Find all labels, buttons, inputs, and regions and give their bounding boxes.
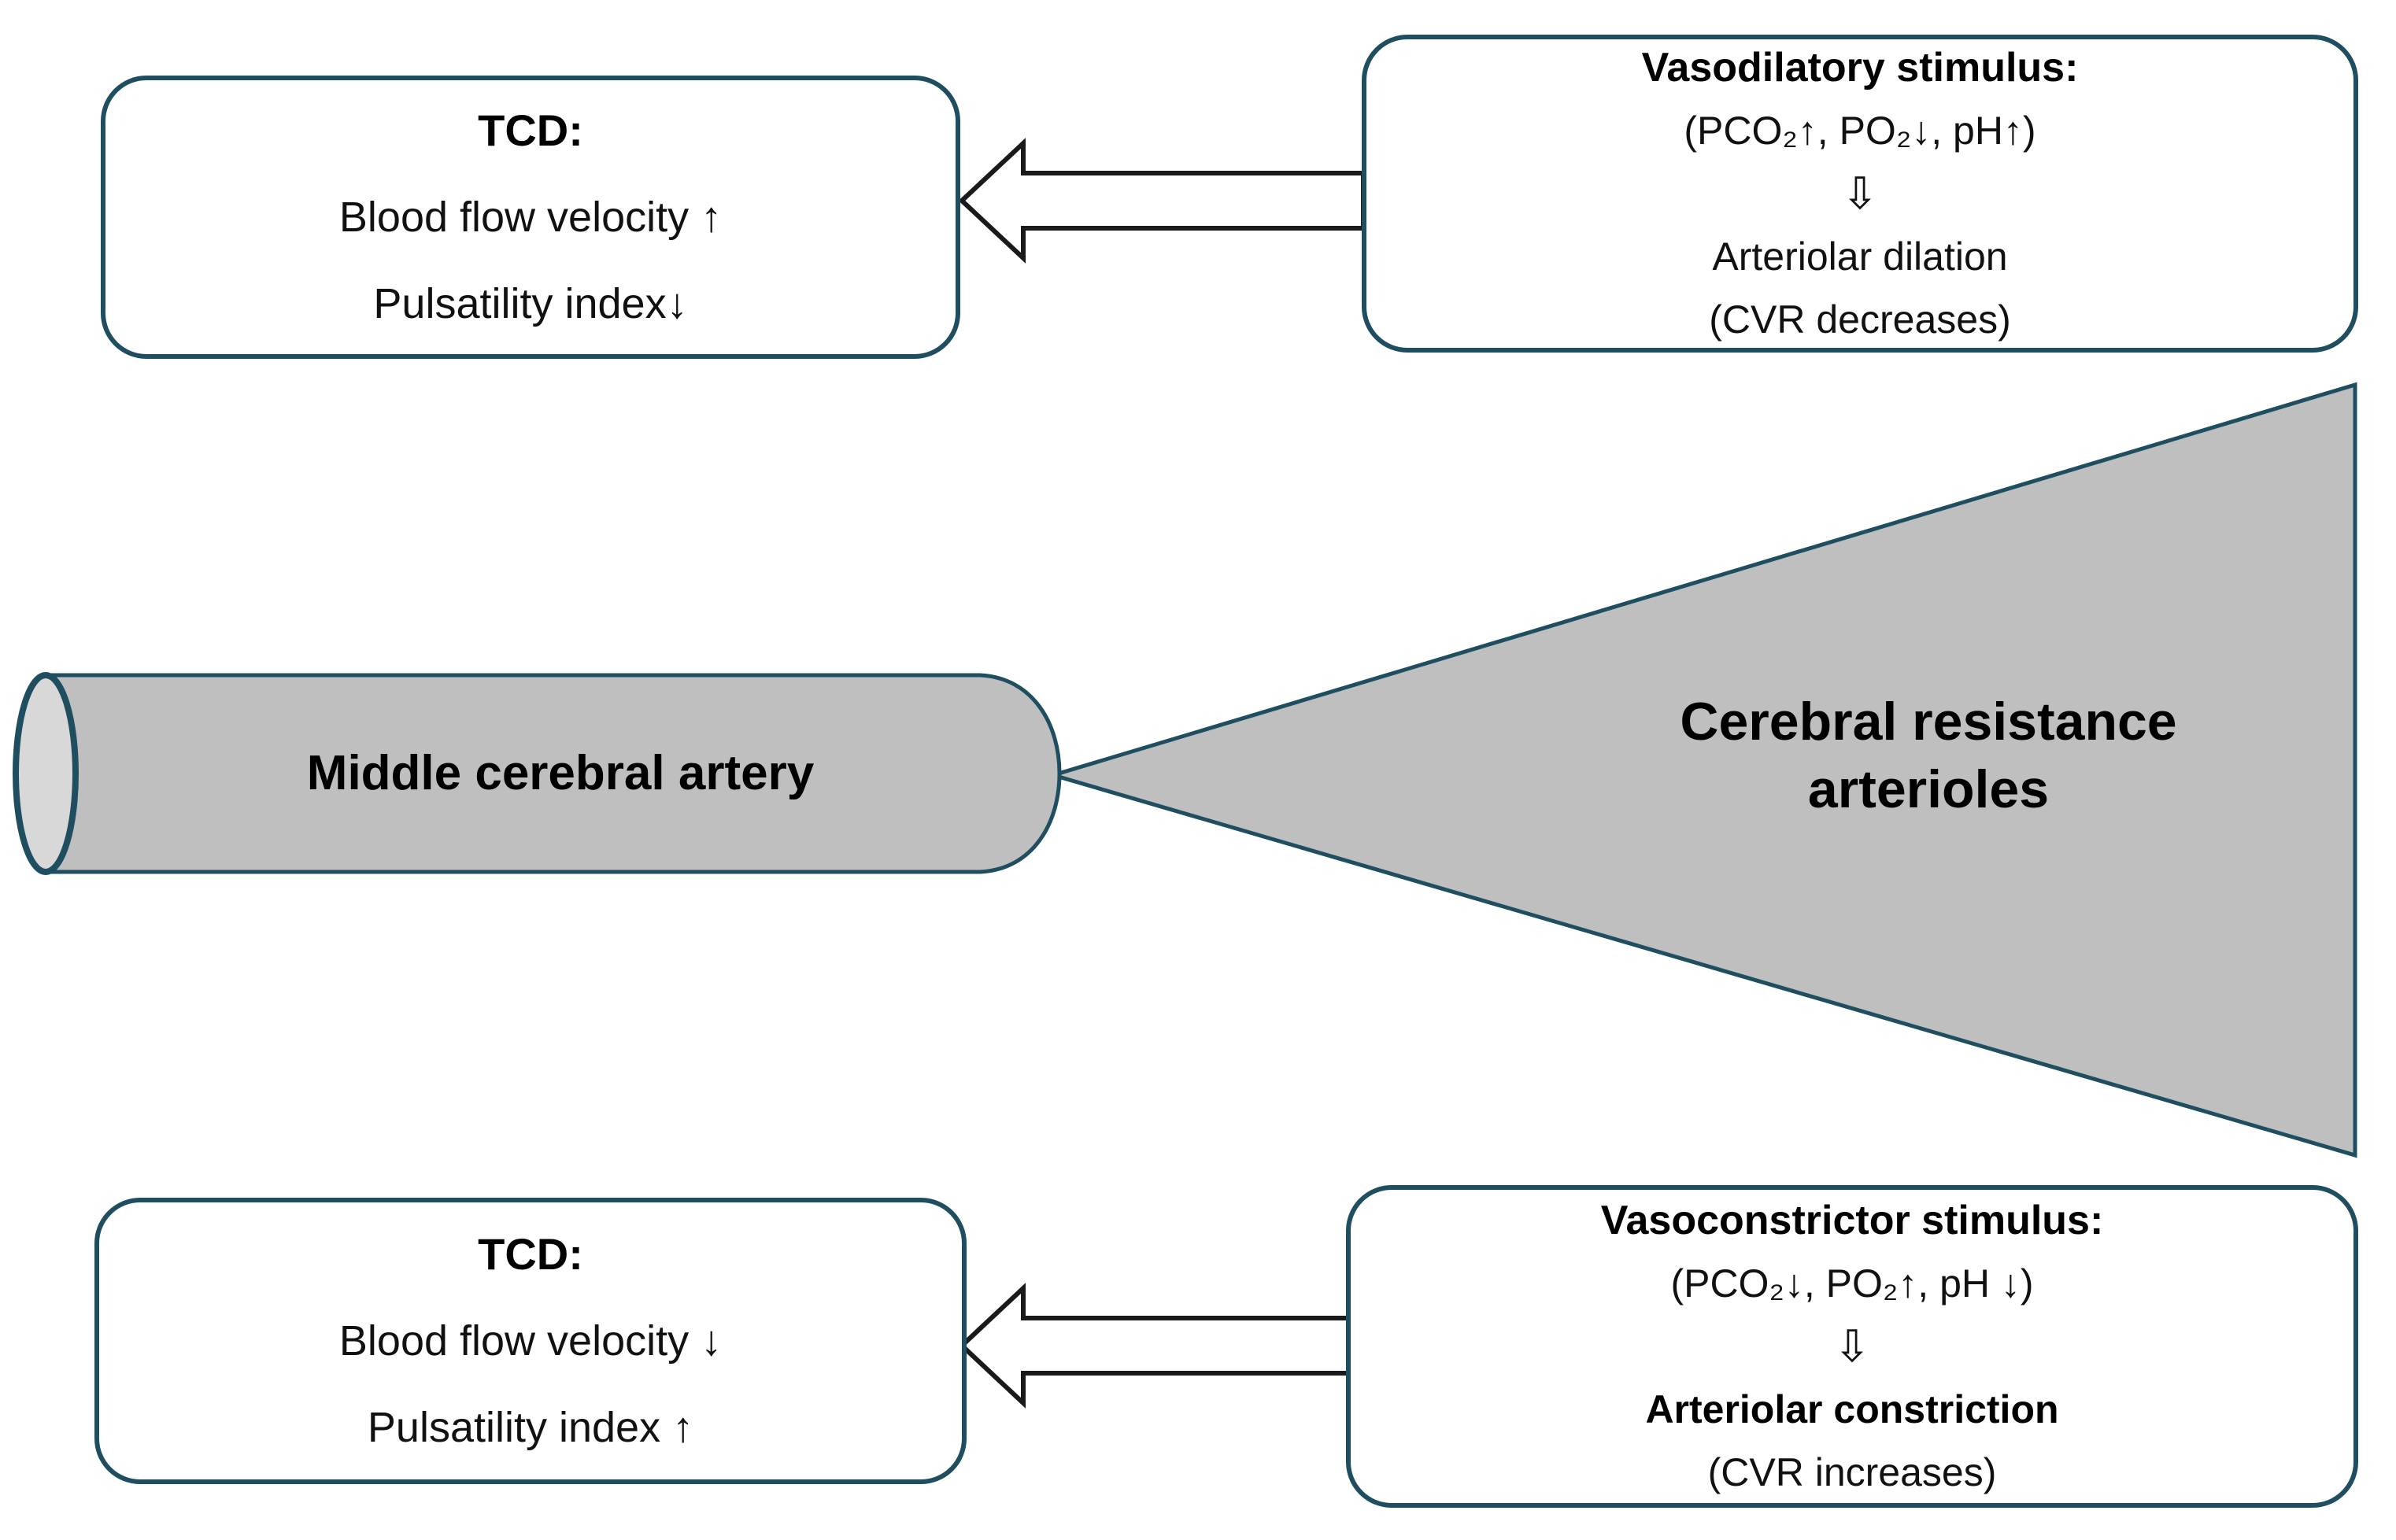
pulsatility-index-line: Pulsatility index↓ — [373, 280, 688, 327]
left-block-arrow-bottom — [958, 1283, 1366, 1409]
vasoconstrictor-stimulus-title: Vasoconstrictor stimulus: — [1600, 1198, 2104, 1243]
down-white-arrow-icon-bottom: ⇩ — [1833, 1321, 1871, 1371]
middle-cerebral-artery-label: Middle cerebral artery — [306, 746, 815, 800]
vasodilatory-stimulus-box: Vasodilatory stimulus: (PCO₂↑, PO₂↓, pH↑… — [1362, 35, 2358, 353]
artery-end-cap — [13, 672, 79, 875]
cvr-increases-line: (CVR increases) — [1707, 1450, 1997, 1494]
arterioles-cone-shape — [1046, 382, 2357, 1158]
cerebral-resistance-arterioles-label: Cerebral resistance arterioles — [1680, 692, 2177, 819]
tcd-vasoconstriction-box: TCD: Blood flow velocity ↓ Pulsatility i… — [94, 1198, 967, 1484]
tcd-title: TCD: — [478, 105, 583, 155]
arteriolar-dilation-line: Arteriolar dilation — [1712, 235, 2008, 279]
blood-flow-velocity-line: Blood flow velocity ↑ — [338, 194, 723, 241]
tcd-title-bottom: TCD: — [478, 1229, 583, 1279]
tcd-vasodilation-box: TCD: Blood flow velocity ↑ Pulsatility i… — [101, 76, 960, 359]
cvr-decreases-line: (CVR decreases) — [1709, 297, 2011, 342]
left-block-arrow-top — [958, 138, 1366, 264]
arteriolar-constriction-line: Arteriolar constriction — [1645, 1387, 2059, 1431]
blood-flow-velocity-line-bottom: Blood flow velocity ↓ — [338, 1317, 723, 1365]
vasodilatory-stimulus-title: Vasodilatory stimulus: — [1641, 45, 2079, 90]
vasoconstrictor-stimulus-box: Vasoconstrictor stimulus: (PCO₂↓, PO₂↑, … — [1346, 1185, 2358, 1508]
vasoconstrictor-gas-values: (PCO₂↓, PO₂↑, pH ↓) — [1670, 1261, 2034, 1305]
pulsatility-index-line-bottom: Pulsatility index ↑ — [367, 1404, 694, 1451]
down-white-arrow-icon: ⇩ — [1841, 168, 1879, 218]
vasodilatory-gas-values: (PCO₂↑, PO₂↓, pH↑) — [1684, 109, 2036, 153]
